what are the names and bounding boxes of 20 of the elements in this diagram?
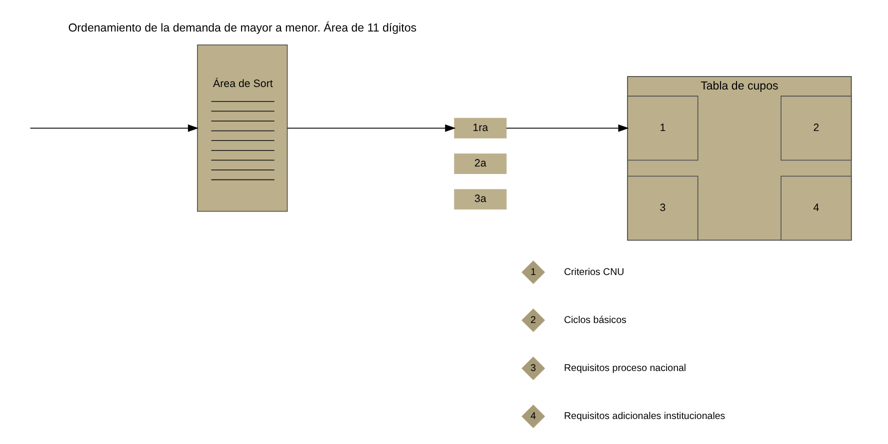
node-diamond: 1: [522, 260, 546, 284]
node-box: 1ra: [454, 118, 507, 138]
node-label: Requisitos adicionales institucionales: [564, 410, 726, 422]
arrow: [506, 124, 629, 132]
node-box: 3a: [454, 189, 507, 210]
node-label: Requisitos proceso nacional: [564, 362, 686, 374]
node-box: 2a: [454, 154, 507, 174]
node-diamond: 4: [522, 404, 546, 428]
node-diamond: 2: [522, 308, 546, 332]
node-box: 3: [627, 176, 698, 241]
node-box: Área de Sort: [197, 44, 288, 212]
arrow: [286, 124, 456, 132]
node-box: 4: [780, 176, 852, 241]
node-diamond: 3: [522, 356, 546, 380]
arrow: [30, 124, 199, 132]
node-label: Ordenamiento de la demanda de mayor a menor. Área de 11 dígitos: [68, 22, 417, 35]
node-label: Ciclos básicos: [564, 314, 626, 326]
node-label: Criterios CNU: [564, 266, 624, 278]
node-box: 2: [780, 96, 852, 161]
node-box: 1: [627, 96, 698, 161]
